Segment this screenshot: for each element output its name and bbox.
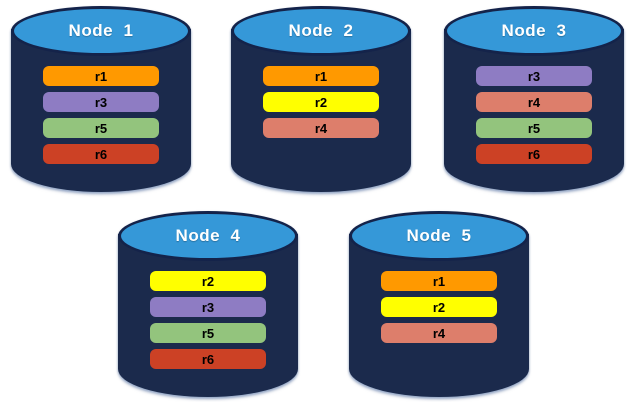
node-title: Node 2 [288, 21, 354, 40]
replica-bar-r3: r3 [476, 66, 592, 86]
replica-list: r1 r3 r5 r6 [43, 66, 159, 164]
replica-bar-r1: r1 [263, 66, 379, 86]
cylinder-top-ellipse: Node 1 [11, 6, 191, 56]
replica-bar-r5: r5 [476, 118, 592, 138]
replica-list: r2 r3 r5 r6 [150, 271, 266, 369]
replica-bar-r1: r1 [43, 66, 159, 86]
node-cylinder-3: Node 3 r3 r4 r5 r6 [444, 6, 624, 192]
replica-bar-r4: r4 [381, 323, 497, 343]
node-cylinder-4: Node 4 r2 r3 r5 r6 [118, 211, 298, 397]
replica-bar-r4: r4 [263, 118, 379, 138]
cylinder-top-ellipse: Node 5 [349, 211, 529, 261]
replica-bar-r2: r2 [381, 297, 497, 317]
replica-bar-r3: r3 [43, 92, 159, 112]
replica-bar-r6: r6 [476, 144, 592, 164]
replica-bar-r3: r3 [150, 297, 266, 317]
replica-bar-r6: r6 [43, 144, 159, 164]
cylinder-top-ellipse: Node 4 [118, 211, 298, 261]
node-title: Node 5 [406, 226, 472, 245]
replica-list: r1 r2 r4 [381, 271, 497, 343]
cylinder-top-ellipse: Node 3 [444, 6, 624, 56]
replica-bar-r5: r5 [43, 118, 159, 138]
replica-bar-r6: r6 [150, 349, 266, 369]
node-cylinder-1: Node 1 r1 r3 r5 r6 [11, 6, 191, 192]
node-title: Node 3 [501, 21, 567, 40]
node-cylinder-2: Node 2 r1 r2 r4 [231, 6, 411, 192]
node-cylinder-5: Node 5 r1 r2 r4 [349, 211, 529, 397]
replica-list: r3 r4 r5 r6 [476, 66, 592, 164]
node-title: Node 4 [175, 226, 241, 245]
replica-bar-r5: r5 [150, 323, 266, 343]
replica-bar-r1: r1 [381, 271, 497, 291]
cylinder-top-ellipse: Node 2 [231, 6, 411, 56]
replica-bar-r2: r2 [263, 92, 379, 112]
node-title: Node 1 [68, 21, 134, 40]
replica-list: r1 r2 r4 [263, 66, 379, 138]
replica-bar-r2: r2 [150, 271, 266, 291]
replica-bar-r4: r4 [476, 92, 592, 112]
